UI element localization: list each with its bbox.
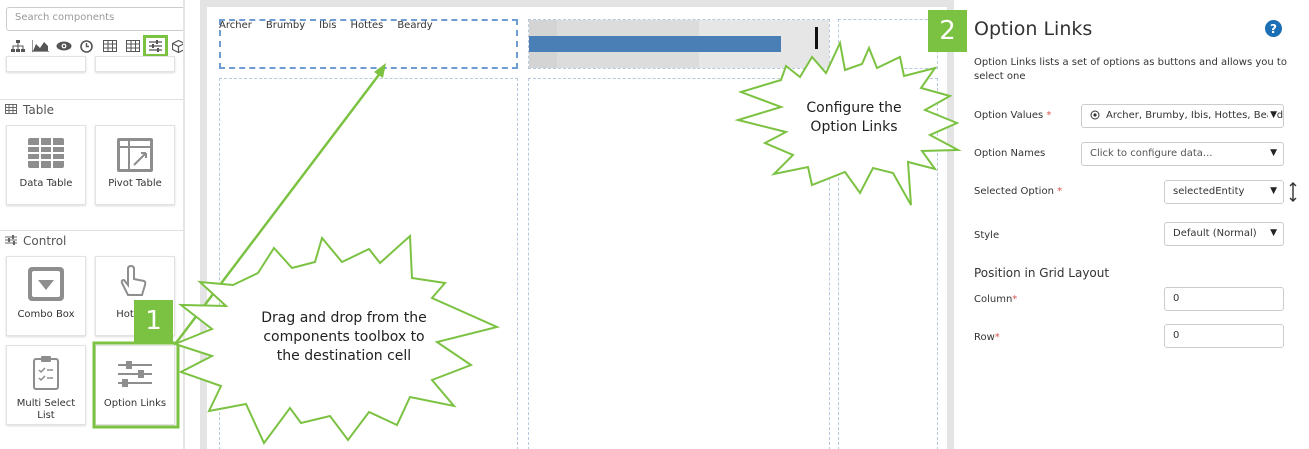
option-links-component[interactable]: Archer Brumby Ibis Hottes Beardy — [219, 20, 447, 31]
sliders-icon — [5, 234, 17, 248]
option-link[interactable]: Brumby — [265, 20, 306, 31]
sliders-icon[interactable] — [143, 35, 168, 57]
section-header-control: Control — [0, 230, 184, 250]
tile-label: Multi Select List — [16, 398, 76, 421]
toolbox-scrollbar[interactable] — [183, 0, 185, 449]
option-values-value: Archer, Brumby, Ibis, Hottes, Beardy — [1106, 110, 1284, 121]
section-title: Table — [23, 102, 55, 117]
search-components-input[interactable]: Search components — [6, 7, 185, 31]
tile-label: Combo Box — [17, 309, 75, 320]
step-1-badge: 1 — [134, 300, 173, 342]
properties-panel: Option Links ? Option Links lists a set … — [954, 0, 1309, 449]
callout-line: components toolbox to — [263, 329, 425, 345]
style-value: Default (Normal) — [1173, 228, 1257, 239]
grid-layout-heading: Position in Grid Layout — [974, 266, 1110, 280]
step-2-callout-text: Configure the Option Links — [790, 99, 918, 137]
style-label: Style — [974, 230, 1000, 241]
bar-fill — [529, 36, 781, 52]
option-link[interactable]: Beardy — [397, 20, 433, 31]
option-values-field[interactable]: Archer, Brumby, Ibis, Hottes, Beardy ▼ — [1081, 104, 1284, 128]
component-tile-data-table[interactable]: Data Table — [6, 125, 86, 205]
grid-cell-1-0[interactable] — [219, 78, 518, 449]
multi-select-list-icon — [33, 356, 59, 393]
selected-option-value: selectedEntity — [1173, 186, 1245, 197]
panel-title: Option Links — [974, 18, 1093, 40]
pivot-table-icon — [117, 138, 153, 175]
step-1-callout-text: Drag and drop from the components toolbo… — [244, 309, 444, 366]
grid-icon[interactable] — [98, 36, 121, 56]
row-input[interactable]: 0 — [1164, 324, 1284, 348]
tile-label: Option Links — [103, 398, 167, 409]
option-links-icon — [118, 361, 152, 390]
tile-label: Data Table — [19, 178, 73, 189]
panel-description: Option Links lists a set of options as b… — [974, 57, 1287, 82]
table-icon — [5, 103, 17, 117]
grid-cell-1-1[interactable] — [528, 78, 830, 449]
option-link[interactable]: Archer — [219, 20, 252, 31]
components-toolbox: Search components T — [0, 0, 185, 449]
chevron-down-icon: ▼ — [1270, 228, 1277, 238]
selected-option-field[interactable]: selectedEntity ▼ — [1164, 180, 1284, 204]
section-header-table: Table — [0, 99, 184, 119]
tile-label: Hot — [116, 309, 134, 320]
step-2-badge: 2 — [928, 10, 967, 52]
selected-option-label: Selected Option * — [974, 186, 1063, 197]
table-icon[interactable] — [121, 36, 144, 56]
option-names-label: Option Names — [974, 148, 1046, 159]
category-icon-bar — [6, 35, 185, 57]
eye-icon[interactable] — [52, 36, 75, 56]
hand-pointer-icon — [118, 264, 148, 302]
option-names-placeholder: Click to configure data... — [1090, 148, 1213, 159]
component-tile-pivot-table[interactable]: Pivot Table — [95, 125, 175, 205]
grid-cell-0-2[interactable] — [838, 19, 938, 69]
section-title: Control — [23, 233, 67, 248]
bar-widget[interactable] — [529, 20, 829, 68]
row-label: Row* — [974, 332, 1000, 343]
combo-box-icon — [28, 267, 64, 304]
data-source-icon — [1090, 110, 1100, 123]
component-tile-partial[interactable] — [6, 56, 86, 72]
callout-line: Drag and drop from the — [261, 310, 427, 326]
tile-label: Pivot Table — [108, 178, 162, 189]
grid-cell-0-0[interactable] — [219, 19, 518, 69]
option-names-field[interactable]: Click to configure data... ▼ — [1081, 142, 1284, 166]
chevron-down-icon: ▼ — [1268, 110, 1277, 120]
option-values-label: Option Values * — [974, 110, 1052, 121]
hierarchy-icon[interactable] — [6, 36, 29, 56]
resize-vertical-icon[interactable] — [1288, 182, 1298, 205]
chevron-down-icon: ▼ — [1270, 186, 1277, 196]
component-tile-partial[interactable] — [95, 56, 175, 72]
callout-line: Configure the — [806, 100, 902, 116]
chevron-down-icon: ▼ — [1270, 148, 1277, 158]
option-link[interactable]: Ibis — [319, 20, 337, 31]
help-icon[interactable]: ? — [1265, 20, 1282, 37]
component-tile-multi-select-list[interactable]: Multi Select List — [6, 345, 86, 425]
option-link[interactable]: Hottes — [350, 20, 384, 31]
style-field[interactable]: Default (Normal) ▼ — [1164, 222, 1284, 246]
area-chart-icon[interactable] — [29, 36, 52, 56]
target-marker — [815, 27, 818, 49]
clock-icon[interactable] — [75, 36, 98, 56]
callout-line: Option Links — [810, 119, 898, 135]
column-label: Column* — [974, 294, 1018, 305]
callout-line: the destination cell — [276, 348, 412, 364]
column-input[interactable]: 0 — [1164, 287, 1284, 311]
component-tile-option-links[interactable]: Option Links — [95, 345, 175, 425]
component-tile-combo-box[interactable]: Combo Box — [6, 256, 86, 336]
data-table-icon — [28, 138, 64, 171]
